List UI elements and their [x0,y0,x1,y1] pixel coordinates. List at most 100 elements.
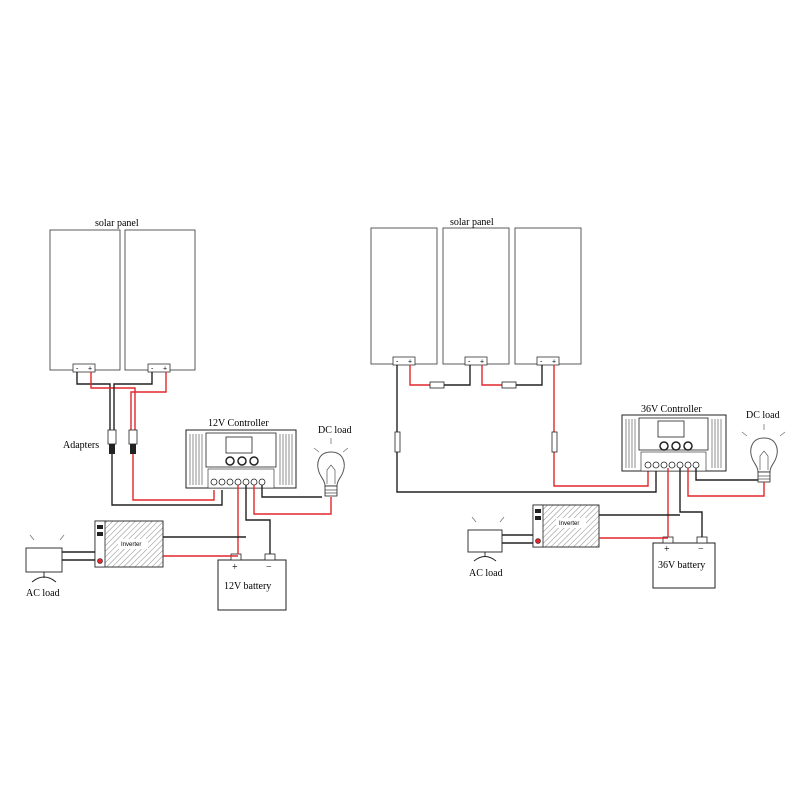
terminal-screw [644,461,652,469]
connector-icon [551,431,558,453]
wire-negative [695,468,758,481]
lcd-display [657,420,685,438]
wire-positive [90,372,136,430]
wire-positive [130,372,167,430]
right-solar-panel-3: - + [514,227,582,366]
terminal-screw [234,478,242,486]
terminal-plus: + [480,359,484,366]
solar-panel-icon [442,227,510,365]
terminal-minus: - [76,366,79,373]
controller-button [225,456,235,466]
terminal-plus: + [552,359,556,366]
wire-positive [687,468,765,497]
solar-panel-icon [49,229,121,371]
monitor-icon [467,529,503,553]
connector-icon [130,444,136,454]
left-battery-label: 12V battery [224,581,271,592]
wire-positive [481,365,502,386]
right-solar-panel-1: - + [370,227,438,366]
wire-negative [679,468,703,537]
left-controller: 12V Controller [185,418,297,489]
right-inverter: Inverter [532,504,600,548]
right-controller: 36V Controller [621,404,727,472]
junction-box [147,363,171,373]
adapters [107,429,138,454]
left-ac-load: AC load [25,534,65,599]
bulb-base [324,485,338,497]
terminal-screw [692,461,700,469]
controller-button [671,441,681,451]
right-inverter-label: Inverter [559,521,579,527]
terminal-plus: + [408,359,412,366]
connector-icon [429,381,445,389]
connector-icon [109,444,115,454]
junction-box [536,356,560,366]
wire-negative [111,454,223,506]
right-system: solar panel - + - + - + [370,217,786,589]
left-dc-load-label: DC load [318,425,352,436]
right-ac-load-label: AC load [469,568,503,579]
terminal-minus: - [468,359,471,366]
inverter-icon [532,504,600,548]
wire-positive [553,365,649,487]
terminal-screw [242,478,250,486]
bulb-icon [750,437,778,473]
wire-positive [132,454,215,501]
terminal-screw [676,461,684,469]
left-solar-panel-1: - + [49,229,121,373]
terminal-block [207,468,275,489]
controller-button [237,456,247,466]
wire-negative [261,485,322,498]
terminal-screw [210,478,218,486]
monitor-icon [25,547,63,573]
wire-negative [113,372,153,430]
terminal-screw [218,478,226,486]
left-adapters-label: Adapters [63,440,99,451]
connector-icon [394,431,401,453]
terminal-minus: - [540,359,543,366]
terminal-screw [652,461,660,469]
battery-minus: − [698,544,704,555]
controller-button [659,441,669,451]
wire-positive [409,365,430,386]
left-dc-load: DC load [313,425,352,497]
right-dc-load-label: DC load [746,410,780,421]
terminal-minus: - [396,359,399,366]
left-ac-load-label: AC load [26,588,60,599]
right-solar-label: solar panel [450,217,494,228]
wire-positive [253,485,332,515]
terminal-screw [660,461,668,469]
battery-plus: + [664,544,670,555]
wire-negative [444,365,471,386]
light-rays [313,438,349,453]
left-solar-panel-2: - + [124,229,196,373]
right-controller-label: 36V Controller [641,404,702,415]
wire-negative [245,485,271,554]
solar-panel-icon [514,227,582,365]
wire-negative [396,365,657,493]
lcd-display [225,436,253,454]
left-system: solar panel - + - + Adapters [25,218,352,611]
bulb-icon [317,451,345,487]
right-ac-load: AC load [467,516,505,579]
controller-button [683,441,693,451]
controller-button [249,456,259,466]
bulb-base [757,471,771,483]
terminal-screw [684,461,692,469]
terminal-screw [250,478,258,486]
left-inverter-label: Inverter [121,542,141,548]
terminal-plus: + [88,366,92,373]
connector-icon [501,381,517,389]
terminal-screw [258,478,266,486]
junction-box [392,356,416,366]
left-solar-label: solar panel [95,218,139,229]
connector-icon [107,429,117,445]
left-inverter: Inverter [94,520,164,568]
right-battery: + − 36V battery [652,536,716,589]
solar-panel-icon [124,229,196,371]
battery-minus: − [266,562,272,573]
connector-icon [128,429,138,445]
junction-box [464,356,488,366]
right-solar-panel-2: - + [442,227,510,366]
